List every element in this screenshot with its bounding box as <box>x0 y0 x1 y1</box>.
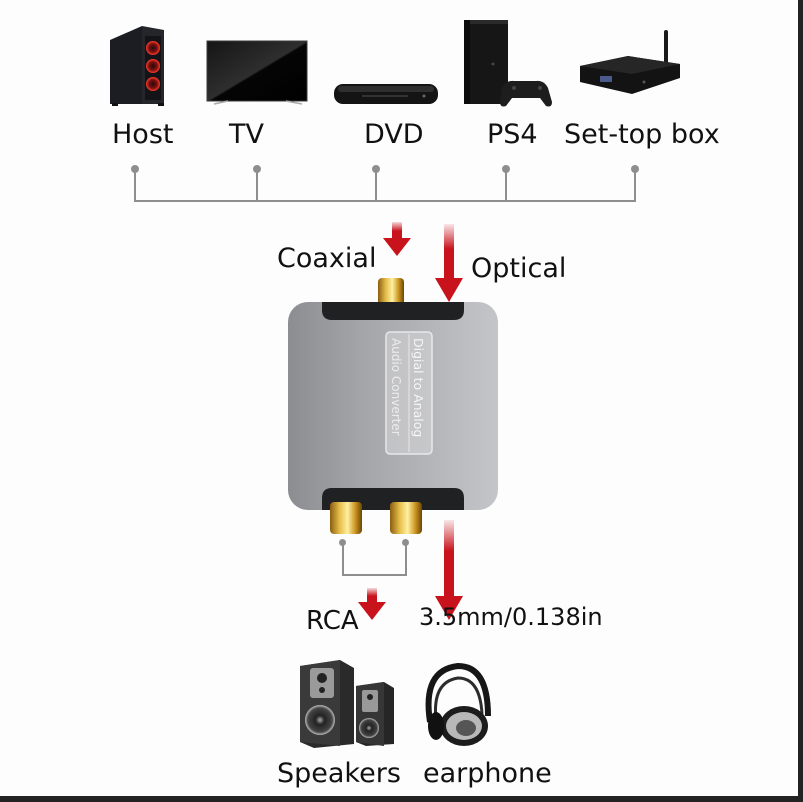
dvd-player-icon <box>334 84 438 104</box>
speakers-icon <box>300 660 394 748</box>
dac-converter-device: Digial to Analog Audio Converter <box>288 278 498 534</box>
pc-tower-icon <box>110 26 164 106</box>
jack-arrow-icon <box>435 520 463 620</box>
source-bus-line <box>134 200 636 202</box>
tv-icon <box>206 40 308 105</box>
destination-label-earphone: earphone <box>423 758 552 789</box>
source-label-set-top-box: Set-top box <box>564 119 720 150</box>
set-top-box-icon <box>580 30 680 94</box>
game-console-icon <box>464 20 552 107</box>
device-label-line2: Audio Converter <box>389 338 403 436</box>
source-label-ps4: PS4 <box>487 119 538 150</box>
coaxial-arrow-icon <box>383 222 411 256</box>
rca-port-left <box>330 502 362 534</box>
input-label-coaxial: Coaxial <box>277 243 377 274</box>
headphones-icon <box>425 662 491 746</box>
output-label-jack: 3.5mm/0.138in <box>419 603 603 631</box>
source-label-dvd: DVD <box>364 119 424 150</box>
destination-label-speakers: Speakers <box>277 758 401 789</box>
source-label-tv: TV <box>229 119 264 150</box>
source-label-host: Host <box>112 119 174 150</box>
optical-arrow-icon <box>435 224 463 302</box>
rca-arrow-icon <box>358 588 386 620</box>
input-label-optical: Optical <box>471 253 567 284</box>
device-label-line1: Digial to Analog <box>411 338 426 437</box>
rca-port-right <box>390 502 422 534</box>
output-label-rca: RCA <box>306 606 359 636</box>
